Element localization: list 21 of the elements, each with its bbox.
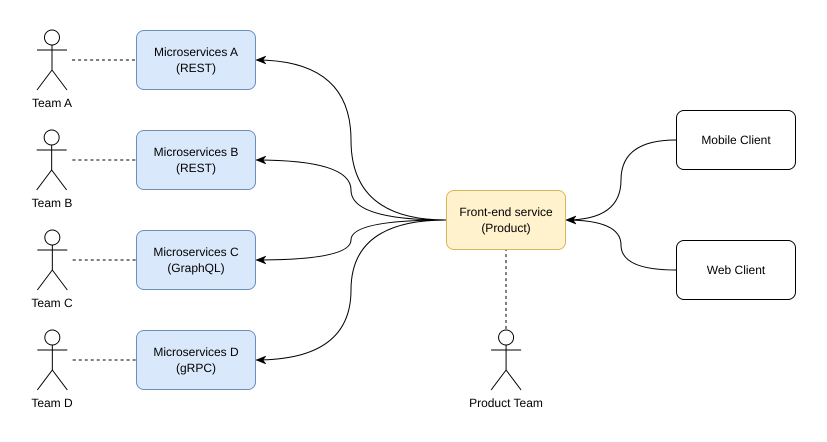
client-box [676,110,796,170]
box-label: Microservices D (gRPC) [152,344,240,376]
person-label: Team A [32,96,72,110]
service-box [446,190,566,250]
service-box [136,130,256,190]
arrow [256,220,446,364]
service-box [136,330,256,390]
client-box [676,240,796,300]
arrow [566,216,676,270]
person-label: Team B [32,196,72,210]
person-label: Team C [31,296,73,310]
box-label: Microservices C (GraphQL) [152,244,240,276]
box-label: Microservices B (REST) [152,144,240,176]
box-label: Microservices A (REST) [152,44,240,76]
box-label: Web Client [706,262,766,278]
person-label: Product Team [469,396,543,410]
service-box [136,30,256,90]
service-box [136,230,256,290]
person-label: Team D [31,396,73,410]
box-label: Front-end service (Product) [458,204,554,236]
box-label: Mobile Client [701,132,771,148]
